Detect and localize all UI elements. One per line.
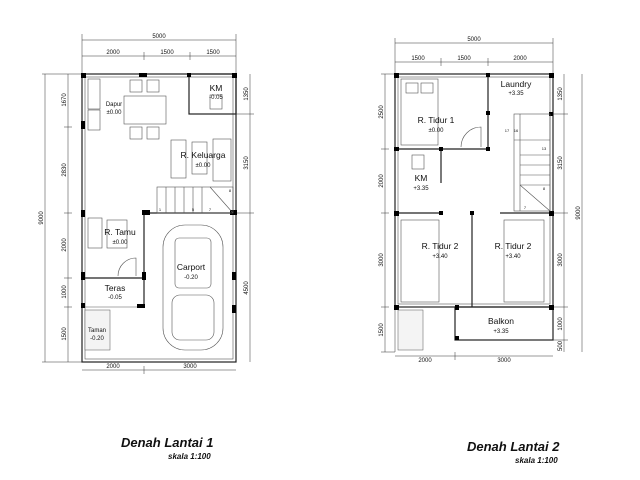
dim-top: 1500: [457, 56, 471, 62]
dim-right: 3150: [244, 156, 250, 170]
room-label-keluarga: R. Keluarga: [181, 150, 226, 160]
furniture: 17 16 13 8 7: [397, 78, 551, 351]
sofa: [170, 139, 187, 179]
car-icon: [162, 224, 224, 351]
room-level: +3.35: [508, 91, 524, 97]
room-level: +3.35: [493, 329, 509, 335]
dim-left-total: 9000: [39, 211, 45, 225]
stair-number: 16: [514, 128, 519, 133]
room-level: +3.35: [413, 186, 429, 192]
room-label-taman: Taman: [88, 328, 106, 334]
sink-icon: [87, 109, 101, 131]
dim-left: 1670: [62, 93, 68, 107]
dim-left: 1000: [62, 285, 68, 299]
room-label-laundry: Laundry: [501, 79, 532, 89]
garden-area: [84, 309, 111, 351]
room-level: +3.40: [505, 254, 521, 260]
dim-left: 2000: [62, 238, 68, 252]
dim-right: 500: [558, 340, 564, 351]
stair-number: 8: [229, 188, 232, 193]
dim-left: 1500: [62, 327, 68, 341]
stair-number: 7: [209, 207, 212, 212]
dim-bottom: 2000: [106, 364, 120, 370]
room-level: -0.20: [90, 336, 104, 342]
dim-left: 2500: [379, 105, 385, 119]
dim-top: 2000: [513, 56, 527, 62]
dim-right: 1000: [558, 317, 564, 331]
room-label-teras: Teras: [105, 283, 126, 293]
room-level: ±0.00: [196, 163, 212, 169]
room-label-tidur-2: R. Tidur 2: [422, 241, 459, 251]
plan-scale: skala 1:100: [515, 456, 558, 465]
dim-top-total: 5000: [152, 34, 166, 40]
toilet-icon: [209, 94, 223, 110]
room-label-dapur: Dapur: [106, 102, 122, 108]
stairs: [513, 113, 551, 212]
room-level: -0.05: [209, 95, 223, 101]
dim-bottom: 2000: [418, 358, 432, 364]
room-level: ±0.00: [429, 128, 445, 134]
void-area: [397, 309, 424, 351]
dim-top: 1500: [411, 56, 425, 62]
room-level: ±0.00: [113, 240, 129, 246]
plan-title: Denah Lantai 2: [467, 439, 560, 454]
dim-left: 3000: [379, 253, 385, 267]
stair-number: 7: [524, 205, 527, 210]
dim-bottom: 3000: [497, 358, 511, 364]
room-level: -0.05: [108, 295, 122, 301]
room-level: ±0.00: [107, 110, 123, 116]
room-label-balkon: Balkon: [488, 316, 514, 326]
dim-right: 3000: [558, 253, 564, 267]
dining-table: [123, 95, 167, 125]
dim-right: 1350: [244, 87, 250, 101]
room-label-tamu: R. Tamu: [104, 227, 136, 237]
plan-scale: skala 1:100: [168, 452, 211, 461]
room-label-tidur-2b: R. Tidur 2: [495, 241, 532, 251]
room-level: +3.40: [432, 254, 448, 260]
stair-number: 8: [543, 186, 546, 191]
columns: [394, 73, 554, 340]
stair-number: 17: [505, 128, 510, 133]
stove-icon: [87, 78, 101, 110]
columns: [81, 73, 237, 313]
dim-right-total: 9000: [576, 206, 582, 220]
bed-icon: [400, 219, 440, 303]
dim-bottom: 3000: [183, 364, 197, 370]
dim-right: 3150: [558, 156, 564, 170]
dim-top: 1500: [160, 50, 174, 56]
dim-top: 1500: [206, 50, 220, 56]
room-label-km: KM: [415, 173, 428, 183]
room-label-tidur-1: R. Tidur 1: [418, 115, 455, 125]
toilet-icon: [411, 154, 425, 170]
furniture: 1 5 7 8: [84, 78, 234, 351]
bed-icon: [400, 78, 439, 146]
dim-left: 1500: [379, 323, 385, 337]
floor-plan-1: 5000 2000 1500 1500 2000 3000 9000 1670 …: [39, 34, 254, 461]
dim-left: 2830: [62, 163, 68, 177]
plan-title: Denah Lantai 1: [121, 435, 213, 450]
dimension-lines: [42, 34, 254, 374]
room-label-km: KM: [210, 83, 223, 93]
stair-number: 13: [542, 146, 547, 151]
bed-icon: [503, 219, 545, 303]
floor-plan-2: 5000 1500 1500 2000 2000 3000 2500 2000 …: [379, 37, 583, 465]
dim-top-total: 5000: [467, 37, 481, 43]
room-label-carport: Carport: [177, 262, 206, 272]
dimension-lines: [381, 38, 583, 360]
dim-right: 1350: [558, 87, 564, 101]
dim-top: 2000: [106, 50, 120, 56]
dim-right: 4500: [244, 281, 250, 295]
room-level: -0.20: [184, 275, 198, 281]
stairs: [156, 186, 234, 214]
dim-left: 2000: [379, 174, 385, 188]
stair-number: 1: [159, 207, 162, 212]
stair-number: 5: [192, 207, 195, 212]
